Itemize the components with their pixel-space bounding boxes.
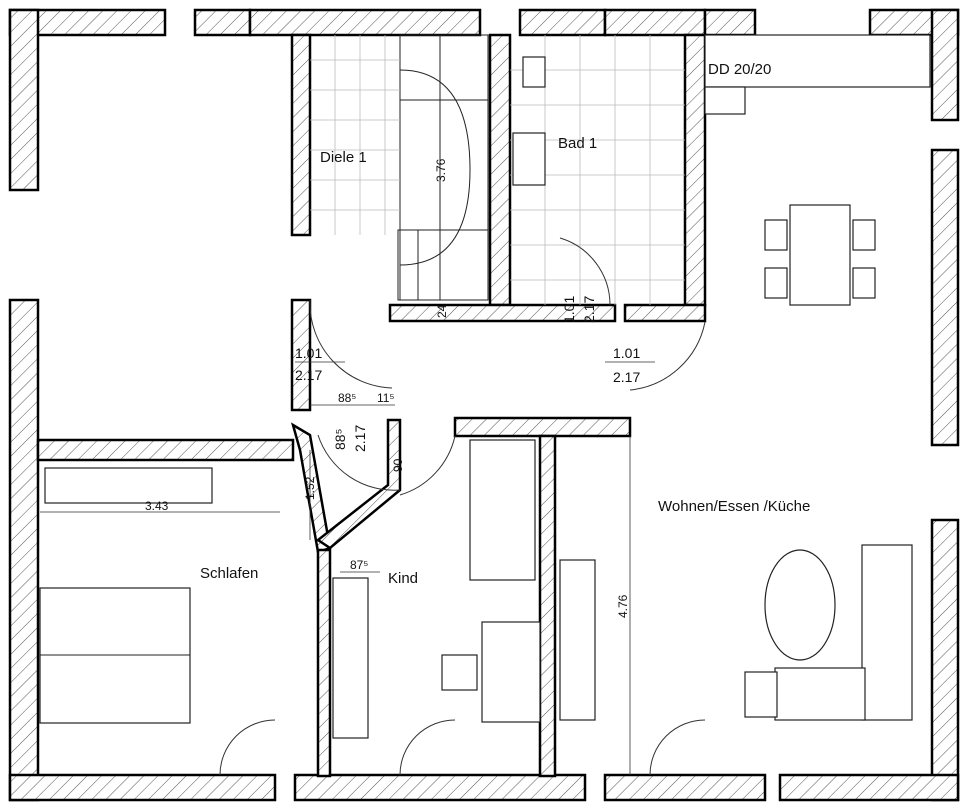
- dim-living-door-w: 1.01: [613, 345, 640, 361]
- dim-wall-90: 90: [391, 458, 405, 472]
- room-label-schlafen: Schlafen: [200, 565, 258, 582]
- walls: [8, 8, 960, 802]
- dim-living-476: 4.76: [616, 594, 630, 618]
- kitchen-note: DD 20/20: [708, 61, 771, 78]
- dim-diele-door-w: 1.01: [295, 345, 322, 361]
- dim-hall-width: 88⁵: [338, 391, 356, 405]
- dim-small-a: 11⁵: [377, 391, 394, 405]
- dim-kind-door-h: 2.17: [352, 425, 368, 452]
- labels: Diele 1 Bad 1 DD 20/20 Schlafen Kind Woh…: [145, 61, 810, 618]
- dimension-lines: [40, 361, 655, 775]
- room-label-kind: Kind: [388, 570, 418, 587]
- dim-bad-door-w: 1.01: [561, 296, 577, 323]
- dim-stair-length: 3.76: [434, 158, 448, 182]
- room-label-wohnen: Wohnen/Essen /Küche: [658, 498, 810, 515]
- dim-diele-door-h: 2.17: [295, 367, 322, 383]
- dim-bad-door-h: 2.17: [581, 296, 597, 323]
- dim-living-door-h: 2.17: [613, 369, 640, 385]
- room-label-diele: Diele 1: [320, 149, 367, 166]
- stair: [397, 34, 489, 301]
- dim-schlafen-width: 3.43: [145, 499, 169, 513]
- dim-kind-wardrobe: 87⁵: [350, 558, 368, 572]
- dim-stair-step: 24: [435, 304, 449, 318]
- door-swings: [219, 237, 706, 776]
- dim-hall-152: 1.52: [303, 476, 317, 500]
- furniture: [39, 34, 931, 739]
- dim-kind-door-w: 88⁵: [332, 429, 348, 450]
- room-label-bad: Bad 1: [558, 135, 597, 152]
